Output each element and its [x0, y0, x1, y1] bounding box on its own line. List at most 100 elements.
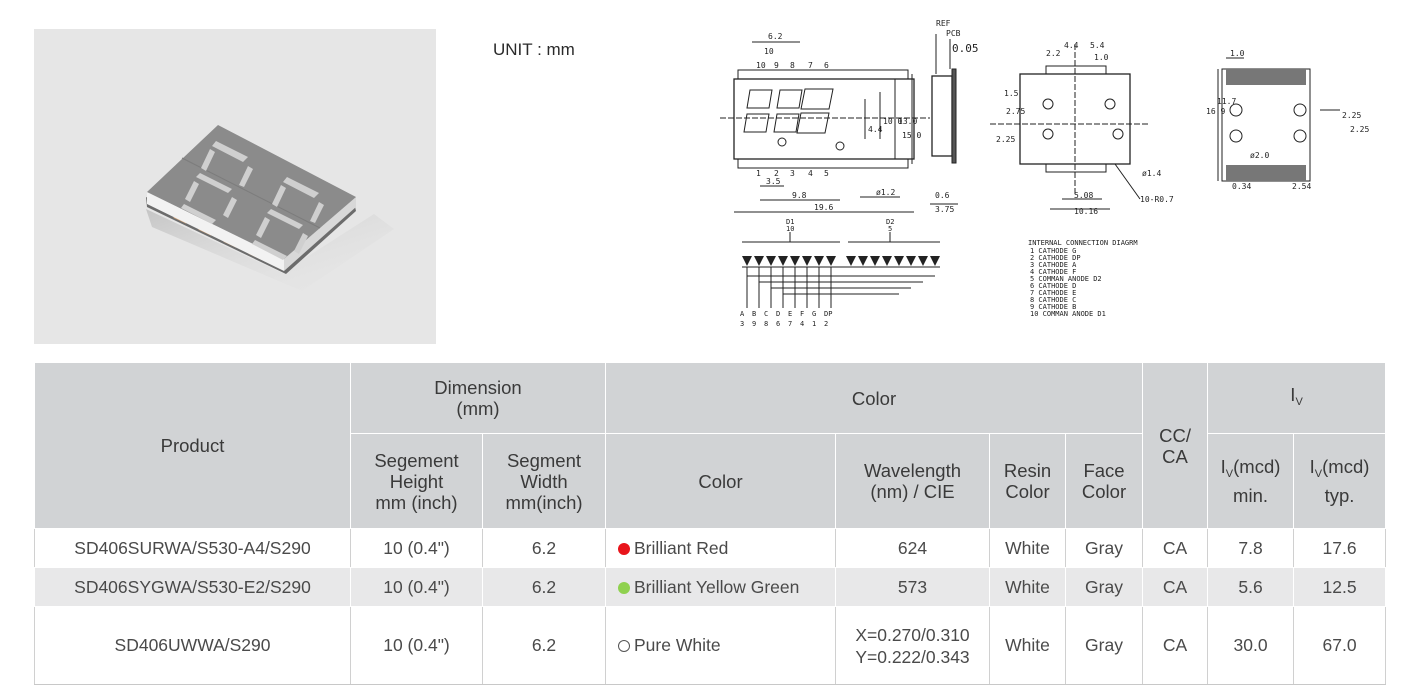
header-wavelength: Wavelength (nm) / CIE	[835, 433, 990, 529]
dim-label: ø1.2	[876, 188, 895, 197]
circuit-pin: 1	[812, 320, 816, 328]
pin-label: 10	[756, 61, 766, 70]
dim-label: 2.54	[1292, 182, 1311, 191]
product-cell: SD406UWWA/S290	[34, 606, 351, 685]
iv-typ-cell: 12.5	[1293, 567, 1387, 607]
circuit-diagram	[742, 232, 940, 308]
resin-cell: White	[989, 567, 1066, 607]
spec-table: Product Dimension (mm) Color CC/ CA IV S…	[34, 362, 1387, 685]
product-cell: SD406SURWA/S530-A4/S290	[34, 528, 351, 568]
cc-cell: CA	[1142, 606, 1209, 685]
iv-min-cell: 30.0	[1207, 606, 1295, 685]
height-cell: 10 (0.4")	[350, 528, 483, 568]
pin-label: 3	[790, 169, 795, 178]
face-cell: Gray	[1064, 567, 1144, 607]
side-view	[930, 34, 958, 205]
dim-label: 9.8	[792, 191, 807, 200]
header-segment-height: Segement Height mm (inch)	[350, 433, 483, 529]
circuit-label: D2	[886, 218, 894, 226]
dim-label: 13.0	[898, 117, 917, 126]
connection-line: 10 COMMAN ANODE D1	[1030, 310, 1106, 318]
width-cell: 6.2	[482, 567, 606, 607]
pin-label: 1	[756, 169, 761, 178]
dim-label: 2.25	[1342, 111, 1361, 120]
dim-label: 1.0	[1230, 49, 1245, 58]
color-cell: Brilliant Red	[605, 528, 836, 568]
connection-title: INTERNAL CONNECTION DIAGRM	[1028, 239, 1138, 247]
circuit-label: F	[800, 310, 804, 318]
front-view	[720, 41, 930, 213]
color-cell: Pure White	[605, 606, 836, 685]
dim-label: 0.6	[935, 191, 950, 200]
header-resin-color: Resin Color	[989, 433, 1066, 529]
cc-cell: CA	[1142, 567, 1209, 607]
pin-label: 5	[824, 169, 829, 178]
width-cell: 6.2	[482, 528, 606, 568]
thickness-label: 0.05	[952, 42, 979, 55]
wavelength-cell: 573	[835, 567, 990, 607]
height-cell: 10 (0.4")	[350, 567, 483, 607]
dim-label: 4.4	[868, 125, 883, 134]
dim-label: 2.75	[1006, 107, 1025, 116]
dim-label: 6.2	[768, 32, 783, 41]
color-dot-icon	[618, 581, 630, 594]
dim-label: 3.75	[935, 205, 954, 214]
table-row: SD406SYGWA/S530-E2/S290 10 (0.4") 6.2 Br…	[34, 567, 1387, 607]
connection-line: 3 CATHODE A	[1030, 261, 1077, 269]
pin-label: 8	[790, 61, 795, 70]
circuit-pin: 4	[800, 320, 804, 328]
circuit-label: 5	[888, 225, 892, 233]
dim-label: 15.0	[902, 131, 921, 140]
wavelength-cell: 624	[835, 528, 990, 568]
dim-label: 19.6	[814, 203, 833, 212]
side-view-labels: REF PCB 0.05 0.6 3.75	[935, 19, 979, 214]
color-cell: Brilliant Yellow Green	[605, 567, 836, 607]
dim-label: 1.5	[1004, 89, 1019, 98]
connection-line: 2 CATHODE DP	[1030, 254, 1081, 262]
circuit-label: DP	[824, 310, 832, 318]
pin-label: 2	[774, 169, 779, 178]
dim-label: 10-R0.7	[1140, 195, 1174, 204]
connection-line: 7 CATHODE E	[1030, 289, 1076, 297]
face-cell: Gray	[1064, 606, 1144, 685]
color-dot-icon	[618, 640, 630, 652]
connection-line: 5 COMMAN ANODE D2	[1030, 275, 1102, 283]
connection-line: 8 CATHODE C	[1030, 296, 1076, 304]
connection-line: 1 CATHODE G	[1030, 247, 1076, 255]
circuit-label: 10	[786, 225, 794, 233]
dim-label: 5.08	[1074, 191, 1093, 200]
circuit-pin: 8	[764, 320, 768, 328]
header-iv-group: IV	[1207, 362, 1387, 434]
header-color: Color	[605, 433, 836, 529]
dim-label: ø1.4	[1142, 169, 1161, 178]
circuit-label: E	[788, 310, 792, 318]
pin-label: 7	[808, 61, 813, 70]
connection-list: INTERNAL CONNECTION DIAGRM 1 CATHODE G 2…	[1028, 239, 1138, 318]
circuit-label: B	[752, 310, 756, 318]
product-cell: SD406SYGWA/S530-E2/S290	[34, 567, 351, 607]
dim-label: 10.0	[883, 117, 902, 126]
bottom-view-labels: 4.4 5.4 2.2 1.0 1.5 2.25 2.75 5.08 10.16…	[996, 41, 1174, 216]
header-color-group: Color	[604, 362, 1144, 434]
dim-label: 10.16	[1074, 207, 1098, 216]
unit-label: UNIT : mm	[493, 40, 575, 59]
ref-label: REF	[936, 19, 951, 28]
header-face-color: Face Color	[1064, 433, 1144, 529]
dim-label: 2.25	[1350, 125, 1369, 134]
dim-label: ø2.0	[1250, 151, 1269, 160]
dim-label: 1.0	[1094, 53, 1109, 62]
technical-drawing: 6.2 10 10 9 8 7 6 1 2 3 4 5 3.5 9.8 19.6…	[720, 19, 1369, 328]
connection-line: 6 CATHODE D	[1030, 282, 1076, 290]
resin-cell: White	[989, 606, 1066, 685]
circuit-label: C	[764, 310, 768, 318]
pcb-label: PCB	[946, 29, 961, 38]
dim-label: 0.34	[1232, 182, 1251, 191]
circuit-label: D1	[786, 218, 794, 226]
dim-label: 2.25	[996, 135, 1015, 144]
wavelength-cell: X=0.270/0.310 Y=0.222/0.343	[835, 606, 990, 685]
height-cell: 10 (0.4")	[350, 606, 483, 685]
bottom-view	[990, 44, 1150, 210]
dim-label: 2.2	[1046, 49, 1061, 58]
header-iv-typ: IV(mcd) typ.	[1293, 433, 1387, 529]
face-cell: Gray	[1064, 528, 1144, 568]
